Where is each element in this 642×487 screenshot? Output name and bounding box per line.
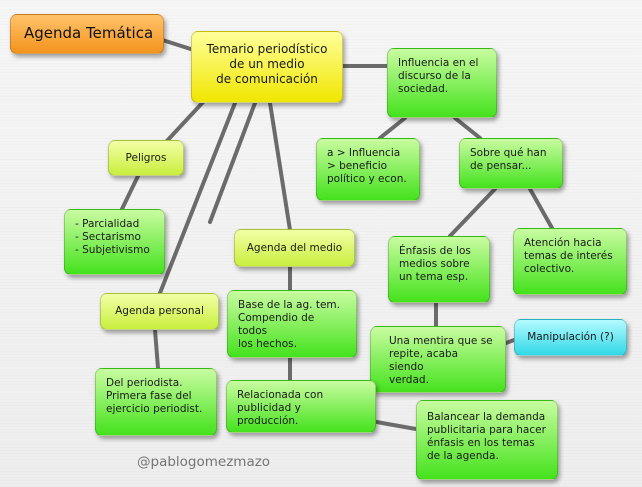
author-credit: @pablogomezmazo <box>137 454 271 470</box>
link-central-agenda-medio-2 <box>268 101 292 232</box>
agenda-personal-node[interactable]: Agenda personal <box>100 293 219 330</box>
base-agenda-node[interactable]: Base de la ag. tem. Compendio de todos l… <box>227 290 357 358</box>
link-personal-periodista <box>153 328 160 370</box>
sobre-que-node[interactable]: Sobre qué han de pensar... <box>459 138 563 189</box>
periodista-node[interactable]: Del periodista. Primera fase del ejercic… <box>95 368 217 436</box>
atencion-text: Atención hacia temas de interés colectiv… <box>524 237 613 275</box>
balancear-node[interactable]: Balancear la demanda publicitaria para h… <box>416 400 558 480</box>
agenda-medio-text: Agenda del medio <box>246 241 343 254</box>
peligros-list-text: - Parcialidad - Sectarismo - Subjetivism… <box>75 218 150 256</box>
balancear-text: Balancear la demanda publicitaria para h… <box>427 411 546 462</box>
map-title: Agenda Temática <box>24 24 154 42</box>
peligros-node[interactable]: Peligros <box>108 140 184 176</box>
link-central-agenda-medio <box>208 101 257 224</box>
central-topic-text: Temario periodístico de un medio de comu… <box>206 42 328 86</box>
influencia-discurso-text: Influencia en el discurso de la sociedad… <box>398 57 479 95</box>
agenda-medio-node[interactable]: Agenda del medio <box>234 229 355 267</box>
enfasis-text: Énfasis de los medios sobre un tema esp. <box>399 245 471 283</box>
link-influencia-sobreque <box>453 116 482 140</box>
atencion-node[interactable]: Atención hacia temas de interés colectiv… <box>513 228 627 295</box>
base-agenda-text: Base de la ag. tem. Compendio de todos l… <box>238 299 340 350</box>
sobre-que-text: Sobre qué han de pensar... <box>470 147 547 172</box>
periodista-text: Del periodista. Primera fase del ejercic… <box>106 377 203 415</box>
peligros-list-node[interactable]: - Parcialidad - Sectarismo - Subjetivism… <box>64 209 165 275</box>
relacionada-text: Relacionada con publicidad y producción. <box>237 389 324 427</box>
link-influencia-beneficio <box>378 116 407 140</box>
peligros-text: Peligros <box>125 151 167 164</box>
mentira-node[interactable]: Una mentira que se repite, acaba siendo … <box>370 326 506 393</box>
map-title-box[interactable]: Agenda Temática <box>10 14 164 54</box>
agenda-personal-text: Agenda personal <box>115 305 204 317</box>
influencia-beneficio-text: a > Influencia > beneficio político y ec… <box>327 147 407 185</box>
enfasis-node[interactable]: Énfasis de los medios sobre un tema esp. <box>388 236 490 303</box>
link-central-agenda-personal <box>158 101 237 295</box>
mentira-text: Una mentira que se repite, acaba siendo … <box>389 335 493 386</box>
link-peligros-lista <box>120 174 140 211</box>
link-central-peligros <box>163 98 207 145</box>
influencia-discurso-node[interactable]: Influencia en el discurso de la sociedad… <box>387 48 497 118</box>
link-sobreque-enfasis <box>448 187 497 238</box>
link-sobreque-atencion <box>528 187 554 230</box>
central-topic-node[interactable]: Temario periodístico de un medio de comu… <box>191 31 343 103</box>
manipulacion-text: Manipulación (?) <box>527 331 614 343</box>
manipulacion-node[interactable]: Manipulación (?) <box>514 319 627 356</box>
influencia-beneficio-node[interactable]: a > Influencia > beneficio político y ec… <box>316 138 420 201</box>
relacionada-node[interactable]: Relacionada con publicidad y producción. <box>226 380 376 433</box>
link-mentira-manipulacion <box>504 338 516 345</box>
